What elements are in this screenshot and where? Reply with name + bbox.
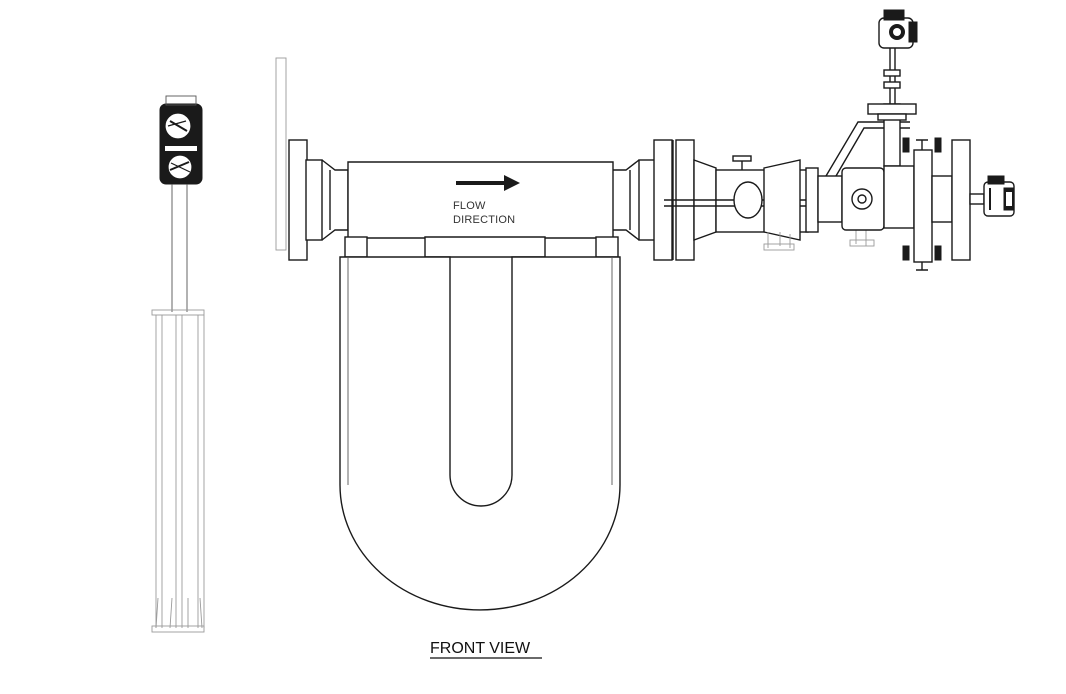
flow-direction-arrow-icon xyxy=(456,175,520,191)
flow-label-line2: DIRECTION xyxy=(453,214,515,226)
end-transmitter-icon xyxy=(983,175,1015,217)
view-title: FRONT VIEW xyxy=(430,640,531,657)
side-transmitter-icon xyxy=(159,95,203,185)
meter-front-view xyxy=(275,57,695,611)
flow-label-line1: FLOW xyxy=(453,200,486,212)
top-transmitter-icon xyxy=(878,9,918,49)
side-view xyxy=(151,95,205,633)
valve-assembly xyxy=(664,9,1015,271)
